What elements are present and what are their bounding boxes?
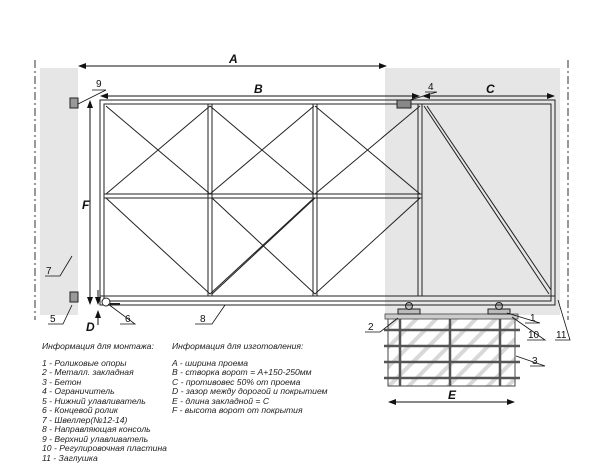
dim-D: D [86, 320, 95, 334]
list-item: E - длина закладной = C [172, 395, 270, 406]
list-item: 4 - Ограничитель [42, 386, 115, 396]
roller-supports [397, 302, 511, 315]
list-item: 8 - Направляющая консоль [42, 424, 151, 434]
dim-E: E [448, 388, 457, 402]
list-item: A - ширина проема [172, 357, 249, 368]
manufacturing-title: Информация для изготовления: [172, 341, 304, 351]
concrete-foundation [387, 317, 516, 387]
list-item: 11 - Заглушка [42, 452, 98, 463]
list-item: C - противовес 50% от проема [172, 376, 301, 387]
callout-leaders [45, 89, 571, 367]
callout-6: 6 [125, 314, 131, 325]
callout-10: 10 [528, 330, 540, 341]
list-item: 2 - Металл. закладная [42, 367, 134, 377]
list-item: 6 - Концевой ролик [42, 405, 118, 415]
metal-embed-plate [384, 313, 519, 320]
manufacturing-info: Информация для изготовления: A - ширина … [172, 341, 328, 416]
list-item: 10 - Регулировочная пластина [42, 443, 167, 453]
list-item: 1 - Роликовые опоры [42, 357, 127, 368]
callout-7: 7 [46, 266, 52, 277]
callout-4: 4 [428, 82, 434, 93]
dim-B: B [254, 82, 263, 96]
callout-5: 5 [50, 314, 56, 325]
callout-3: 3 [532, 356, 538, 367]
gate-frame [99, 99, 556, 306]
rebar [384, 318, 520, 386]
callout-1: 1 [530, 313, 536, 324]
dim-F: F [82, 198, 90, 212]
list-item: 7 - Швеллер(№12-14) [42, 414, 128, 425]
list-item: D - зазор между дорогой и покрытием [172, 386, 328, 396]
dim-A: A [228, 52, 238, 66]
dim-C: C [486, 82, 495, 96]
mounting-title: Информация для монтажа: [42, 341, 154, 351]
bottom-catcher [69, 291, 79, 303]
list-item: 5 - Нижний улавливатель [42, 395, 146, 406]
top-catcher [69, 97, 79, 109]
right-pillar [385, 68, 560, 315]
limiter [396, 99, 412, 109]
callout-11: 11 [556, 330, 567, 341]
list-item: 9 - Верхний улавливатель [42, 433, 149, 444]
left-pillar [40, 68, 78, 315]
callout-8: 8 [200, 314, 206, 325]
dimension-lines [78, 63, 555, 405]
mounting-info: Информация для монтажа: 1 - Роликовые оп… [42, 341, 167, 463]
callout-2: 2 [368, 322, 374, 333]
list-item: F - высота ворот от покрытия [172, 405, 303, 415]
callout-9: 9 [96, 79, 102, 90]
list-item: B - створка ворот = A+150-250мм [172, 367, 312, 377]
list-item: 3 - Бетон [42, 376, 82, 387]
